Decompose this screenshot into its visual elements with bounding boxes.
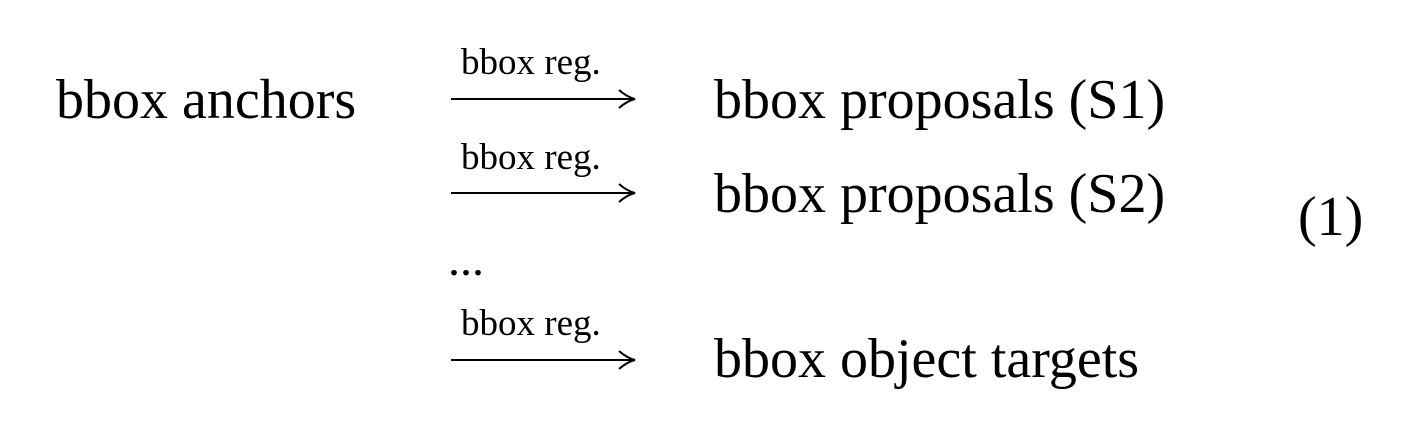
target-term: bbox proposals (S1) [714,69,1166,131]
equation-number: (1) [1298,186,1364,248]
target-term: bbox object targets [714,328,1140,390]
ellipsis: ... [448,233,484,286]
source-term: bbox anchors [56,69,357,131]
arrow-label: bbox reg. [461,137,601,178]
target-term: bbox proposals (S2) [714,163,1166,225]
right-arrow-icon [451,350,636,370]
right-arrow-icon [451,183,636,203]
right-arrow-icon [451,89,636,109]
arrow-label: bbox reg. [461,42,601,83]
arrow-label: bbox reg. [461,303,601,344]
